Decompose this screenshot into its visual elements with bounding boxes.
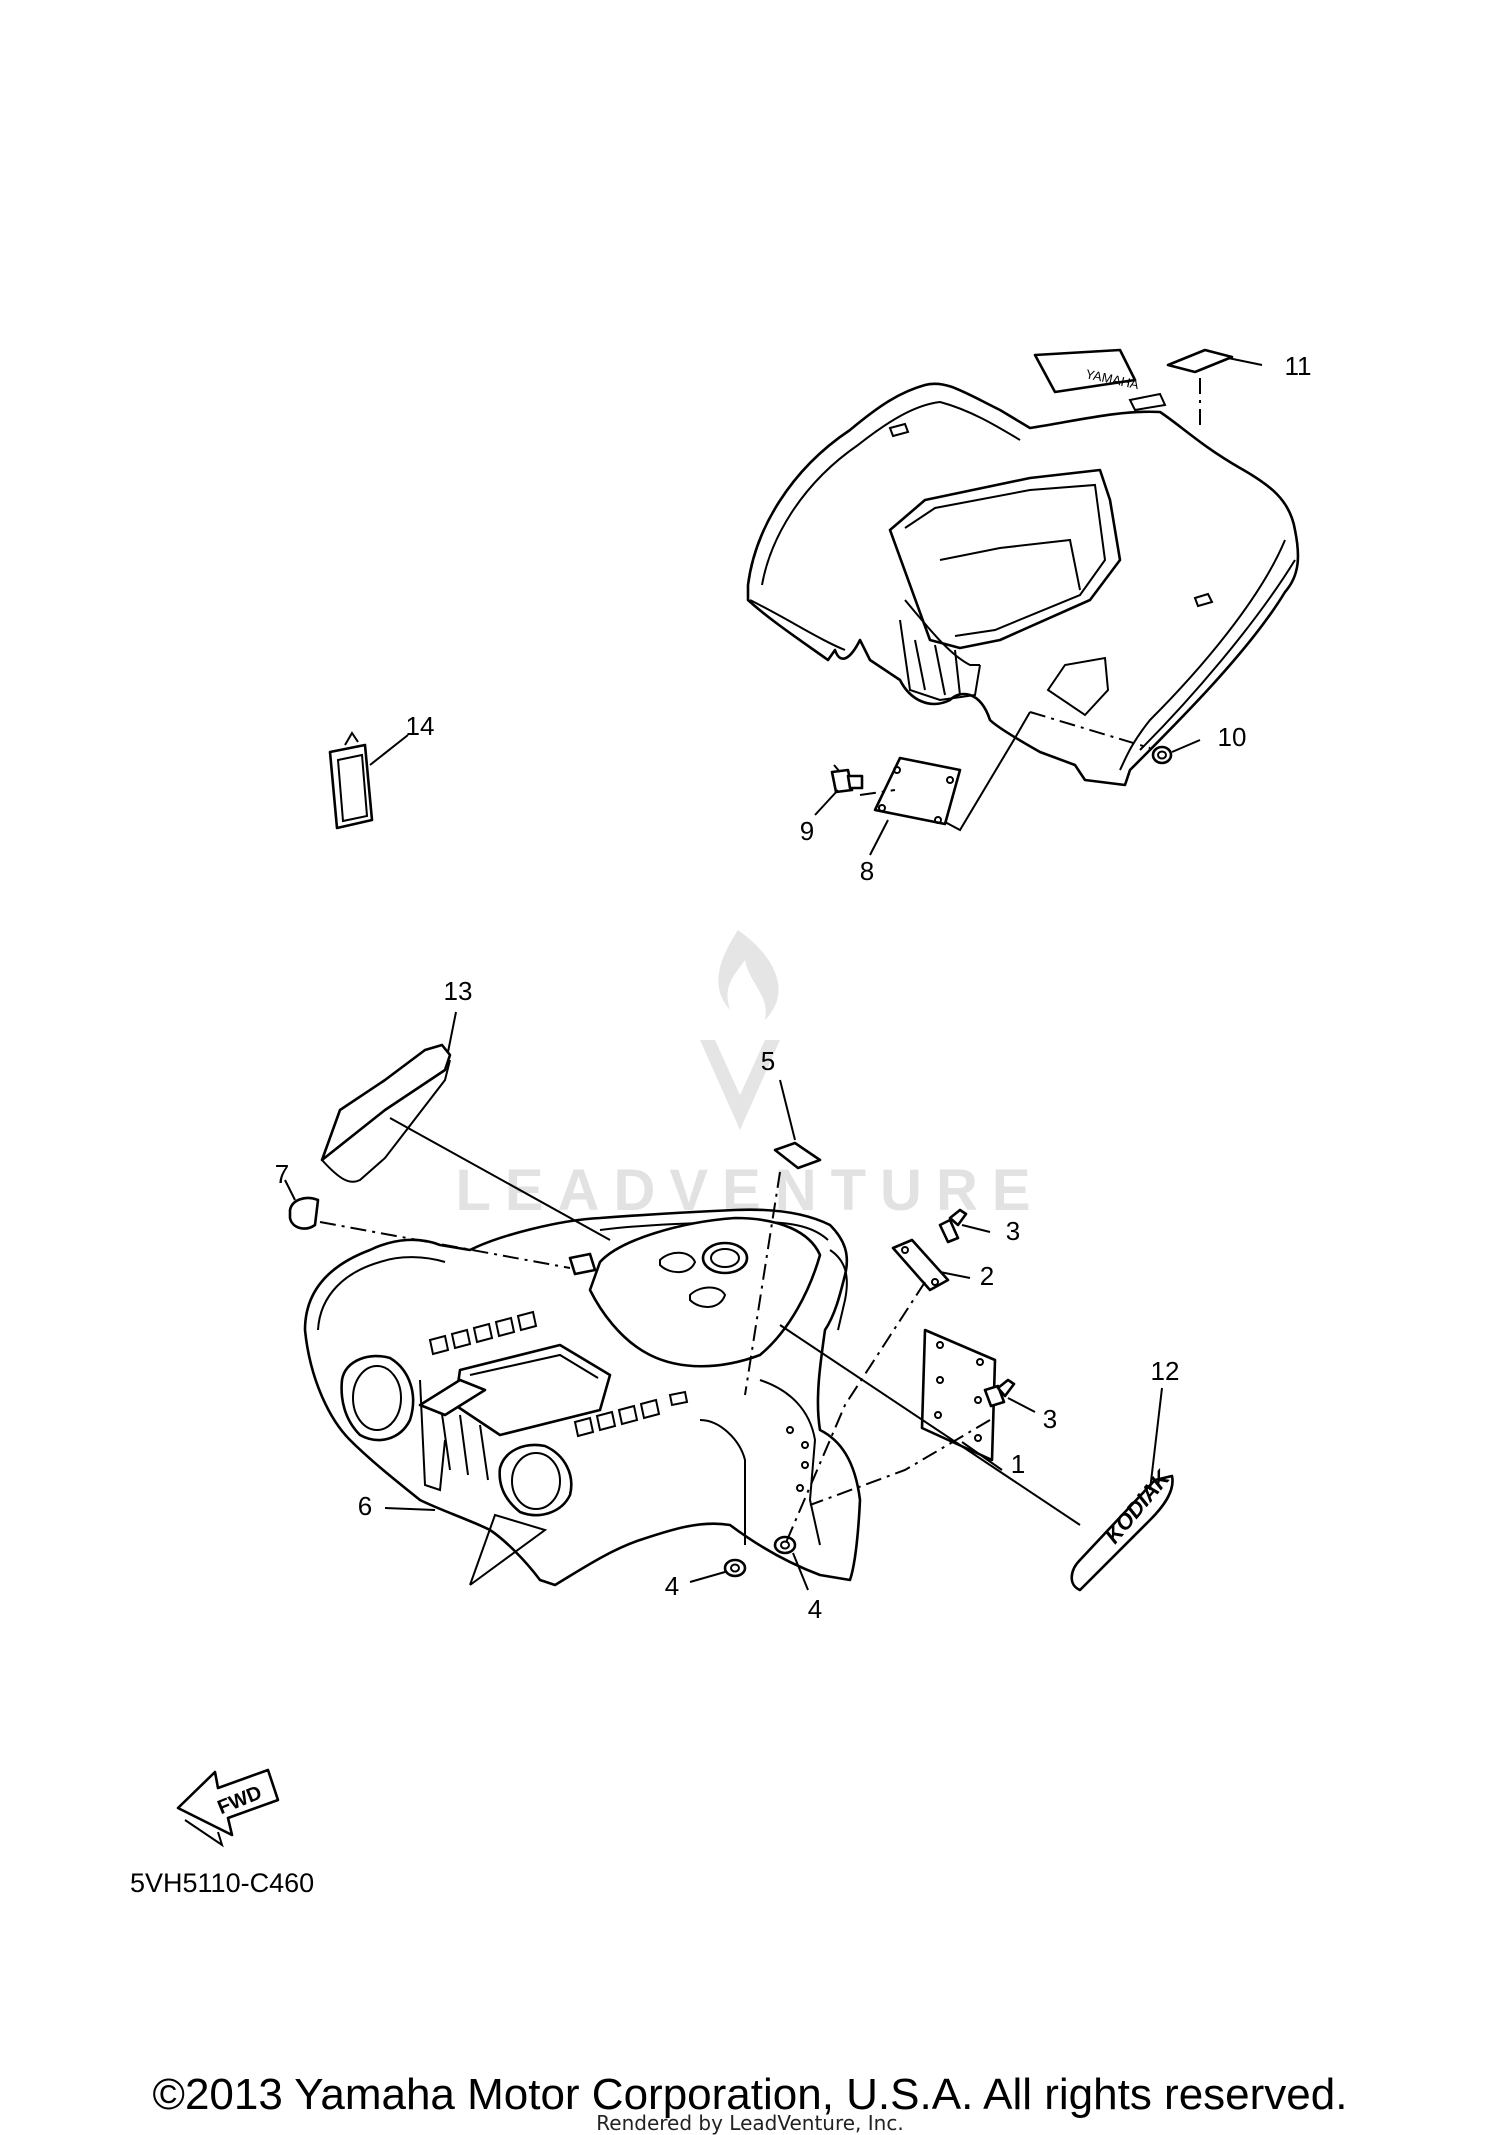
callout-13: 13 xyxy=(444,976,473,1006)
leader-1 xyxy=(961,1441,1003,1471)
leader-6 xyxy=(384,1507,436,1511)
leader-3a xyxy=(961,1224,991,1233)
decal-11 xyxy=(1166,348,1234,374)
panel-1 xyxy=(920,1328,997,1462)
callout-9: 9 xyxy=(800,816,814,846)
decal-13 xyxy=(320,1043,452,1162)
callout-14: 14 xyxy=(406,711,435,741)
leader-4b xyxy=(792,1552,809,1591)
rivet-9 xyxy=(830,764,864,794)
leader-14 xyxy=(369,734,409,766)
rendered-by-notice: Rendered by LeadVenture, Inc. xyxy=(596,2111,904,2135)
plate-8 xyxy=(873,756,962,826)
kodiak-emblem-12: KODIAK xyxy=(1070,1464,1176,1592)
diagram-code: 5VH5110-C460 xyxy=(130,1868,314,1898)
grommet-4b xyxy=(773,1535,797,1555)
leader-9 xyxy=(814,789,839,816)
leader-8 xyxy=(869,819,889,856)
leader-12 xyxy=(1149,1387,1163,1491)
leader-3b xyxy=(1007,1397,1036,1413)
callout-7: 7 xyxy=(275,1159,289,1189)
callout-2: 2 xyxy=(980,1261,994,1291)
fwd-arrow-icon: FWD xyxy=(176,1768,280,1848)
callout-6: 6 xyxy=(358,1491,372,1521)
callout-4b: 4 xyxy=(808,1594,822,1624)
callout-11: 11 xyxy=(1285,351,1312,381)
callout-3a: 3 xyxy=(1006,1216,1020,1246)
callout-3b: 3 xyxy=(1043,1404,1057,1434)
plate-2 xyxy=(891,1238,950,1292)
callout-4a: 4 xyxy=(665,1571,679,1601)
callout-10: 10 xyxy=(1218,722,1247,752)
watermark-logo: LEADVENTURE xyxy=(455,930,1031,1223)
callout-1: 1 xyxy=(1011,1449,1025,1479)
grommet-4a xyxy=(723,1558,747,1578)
front-fender xyxy=(303,1208,862,1587)
leader-7 xyxy=(284,1179,296,1201)
leader-5 xyxy=(779,1079,796,1141)
callout-5: 5 xyxy=(761,1046,775,1076)
leader-2 xyxy=(939,1271,971,1279)
hang-tag-14 xyxy=(328,731,374,830)
rivet-3a xyxy=(938,1208,968,1244)
copyright-notice: ©2013 Yamaha Motor Corporation, U.S.A. A… xyxy=(152,2070,1348,2119)
rear-fender: YAMAHA xyxy=(746,348,1300,787)
decal-5 xyxy=(773,1141,822,1170)
leader-4a xyxy=(689,1571,726,1583)
leader-13 xyxy=(447,1011,457,1053)
emblem-7 xyxy=(288,1196,320,1230)
leader-10 xyxy=(1171,739,1201,753)
grommet-10 xyxy=(1151,745,1173,765)
callout-12: 12 xyxy=(1151,1356,1180,1386)
leader-11 xyxy=(1227,357,1263,366)
rivet-3b xyxy=(983,1378,1016,1408)
callout-8: 8 xyxy=(860,856,874,886)
kodiak-text: KODIAK xyxy=(1100,1464,1176,1548)
decal-6 xyxy=(418,1378,487,1417)
